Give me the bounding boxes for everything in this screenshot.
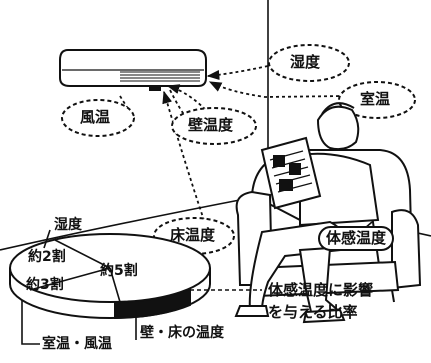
pie-legend-wall-floor: 壁・床の温度	[140, 325, 224, 341]
ratio-note-line2: を与える比率	[268, 303, 358, 321]
ratio-pie-chart	[9, 233, 211, 320]
airflow-temp-oval	[61, 99, 135, 137]
pie-legend-room-airflow: 室温・風温	[42, 336, 112, 352]
pie-share-room-airflow: 約3割	[26, 277, 64, 293]
room-temp-oval	[338, 81, 416, 119]
pie-leader-lines	[21, 229, 262, 345]
sensory-temp-label: 体感温度	[318, 226, 395, 251]
airflow-temp-label: 風温	[80, 108, 111, 126]
wall-temp-oval	[171, 107, 257, 145]
wall-temp-label: 壁温度	[188, 116, 234, 134]
air-conditioner-icon	[59, 49, 207, 91]
pie-legend-humidity: 湿度	[54, 217, 82, 233]
humidity-oval	[268, 44, 350, 82]
room-temp-label: 室温	[360, 90, 391, 108]
pie-share-wall-floor: 約5割	[100, 263, 138, 279]
floor-temp-label: 床温度	[170, 226, 216, 244]
person-reading-newspaper-icon	[234, 102, 380, 324]
ratio-note-line1: 体感温度に影響	[268, 281, 374, 299]
factor-ovals	[61, 44, 416, 255]
pie-share-humidity: 約2割	[28, 249, 66, 265]
humidity-label: 湿度	[290, 53, 321, 71]
